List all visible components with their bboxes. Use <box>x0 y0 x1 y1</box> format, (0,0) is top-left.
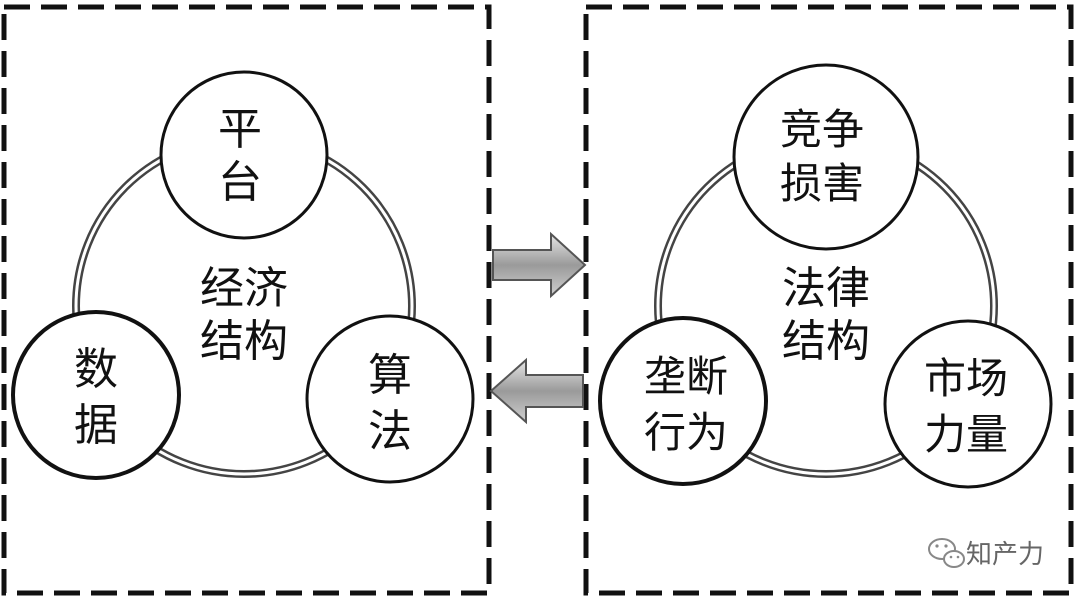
node-platform-label-line1: 平 <box>218 104 262 155</box>
node-algorithm <box>305 314 475 484</box>
right-panel-frame <box>583 4 1074 596</box>
node-monopoly-conduct-label-line1: 垄断 <box>644 352 728 401</box>
watermark: 知产力 <box>928 538 1044 570</box>
node-competitive-harm-label-line1: 竞争 <box>780 105 864 154</box>
node-monopoly-conduct <box>598 316 768 486</box>
center-label-legal-line2: 结构 <box>782 316 870 367</box>
node-market-power <box>883 319 1053 489</box>
wechat-icon <box>928 538 965 568</box>
node-platform <box>159 70 329 240</box>
node-competitive-harm <box>732 63 920 251</box>
center-label-economic-line2: 结构 <box>200 316 288 367</box>
node-market-power-label-line1: 市场 <box>924 354 1008 403</box>
node-market-power-label-line2: 力量 <box>924 410 1008 459</box>
node-algorithm-label-line1: 算 <box>368 350 412 401</box>
node-competitive-harm-label-line2: 损害 <box>780 159 864 208</box>
arrow-left <box>489 357 584 425</box>
node-data <box>11 310 181 480</box>
node-data-label-line1: 数 <box>74 344 118 395</box>
node-monopoly-conduct-label-line2: 行为 <box>644 408 728 457</box>
arrow-right <box>492 231 587 299</box>
node-platform-label-line2: 台 <box>218 157 262 208</box>
node-algorithm-label-line2: 法 <box>368 406 412 457</box>
watermark-text: 知产力 <box>966 540 1044 570</box>
node-data-label-line2: 据 <box>74 400 118 451</box>
left-panel-frame <box>1 4 492 596</box>
center-label-legal-line1: 法律 <box>782 263 870 314</box>
center-label-economic-line1: 经济 <box>200 263 288 314</box>
